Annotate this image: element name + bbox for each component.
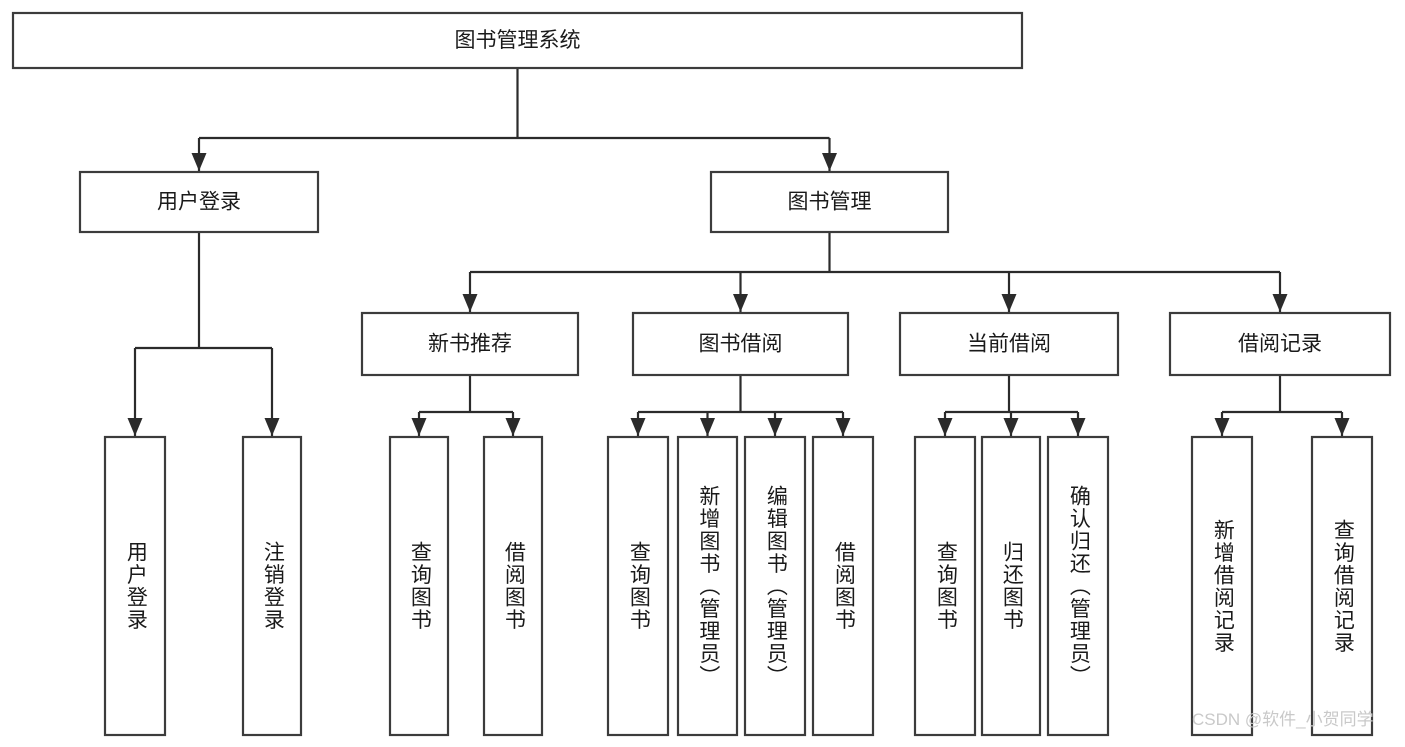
arrow-head-icon [127, 418, 143, 436]
node-leaf-7[interactable] [811, 435, 875, 737]
arrow-head-icon [937, 418, 953, 436]
arrow-head-icon [191, 153, 207, 171]
arrow-head-icon [264, 418, 280, 436]
node-leaf-3[interactable] [482, 435, 544, 737]
node-label-level2-1: 图书借阅 [699, 333, 783, 356]
arrow-head-icon [1001, 294, 1017, 312]
arrow-head-icon [462, 294, 478, 312]
node-level2-1[interactable] [631, 311, 850, 377]
node-label-level2-3: 借阅记录 [1238, 333, 1322, 356]
arrow-head-icon [767, 418, 783, 436]
node-level2-2[interactable] [898, 311, 1120, 377]
arrow-head-icon [630, 418, 646, 436]
node-label-level2-0: 新书推荐 [428, 333, 512, 356]
arrow-head-icon [1272, 294, 1288, 312]
node-leaf-4[interactable] [606, 435, 670, 737]
arrow-head-icon [505, 418, 521, 436]
node-leaf-1[interactable] [241, 435, 303, 737]
node-leaf-12[interactable] [1310, 435, 1374, 737]
node-leaf-9[interactable] [980, 435, 1042, 737]
node-label-root: 图书管理系统 [455, 29, 581, 52]
node-label-level2-2: 当前借阅 [967, 333, 1051, 356]
node-leaf-11[interactable] [1190, 435, 1254, 737]
arrow-head-icon [1003, 418, 1019, 436]
arrow-head-icon [1070, 418, 1086, 436]
node-box-layer [11, 11, 1392, 737]
arrow-head-icon [1214, 418, 1230, 436]
node-level2-3[interactable] [1168, 311, 1392, 377]
node-leaf-0[interactable] [103, 435, 167, 737]
node-level2-0[interactable] [360, 311, 580, 377]
node-label-level1-0: 用户登录 [157, 191, 241, 214]
arrow-head-icon [411, 418, 427, 436]
node-root-图书管理系统[interactable] [11, 11, 1024, 70]
arrow-head-icon [700, 418, 715, 436]
arrow-head-icon [822, 153, 837, 171]
arrow-head-icon [835, 418, 851, 436]
connector-layer [127, 68, 1350, 436]
node-leaf-6[interactable] [743, 435, 807, 737]
node-label-level1-1: 图书管理 [788, 191, 872, 214]
node-level1-1[interactable] [709, 170, 950, 234]
node-leaf-10[interactable] [1046, 435, 1110, 737]
node-level1-0[interactable] [78, 170, 320, 234]
arrow-head-icon [1334, 418, 1350, 436]
node-leaf-8[interactable] [913, 435, 977, 737]
node-leaf-2[interactable] [388, 435, 450, 737]
node-leaf-5[interactable] [676, 435, 739, 737]
arrow-head-icon [733, 294, 748, 312]
